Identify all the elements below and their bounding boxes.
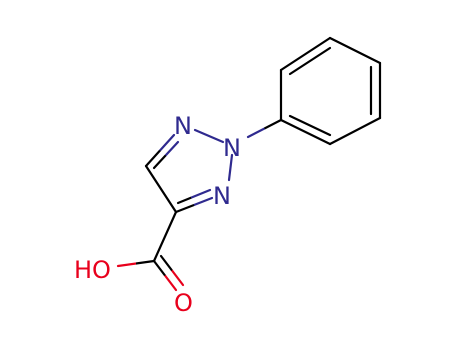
atom-carbonyl-oxygen: O [174,289,193,317]
bond-c5-n1-double [152,140,180,170]
atom-n2: N [223,134,241,162]
bond-ph-2 [328,36,382,65]
bond-ph-5 [279,118,332,146]
bond-c-o [152,259,178,292]
bond-n3-c4 [174,196,214,214]
bond-ph-1 [279,36,332,72]
bond-n2-phenyl [246,118,283,139]
bond-c4-c5 [144,164,178,214]
bond-n3-c4-double [176,188,212,205]
bond-c5-n1 [144,133,176,168]
bond-c4-cooh [152,210,178,263]
phenyl-ring [279,36,382,146]
carboxyl-group [116,210,185,292]
atom-n3: N [213,182,231,210]
bond-n1-n2 [193,128,225,144]
atom-hydroxyl-oxygen: HO [74,256,111,284]
bond-c-oh [116,259,156,268]
atom-n1: N [174,112,192,140]
triazole-ring [144,128,234,214]
bond-ph-4 [328,116,382,146]
bond-n2-n3 [227,153,234,182]
bond-c-o-double [159,254,185,287]
bond-ph-inner-3 [288,114,332,137]
bond-ph-inner-1 [288,46,332,76]
